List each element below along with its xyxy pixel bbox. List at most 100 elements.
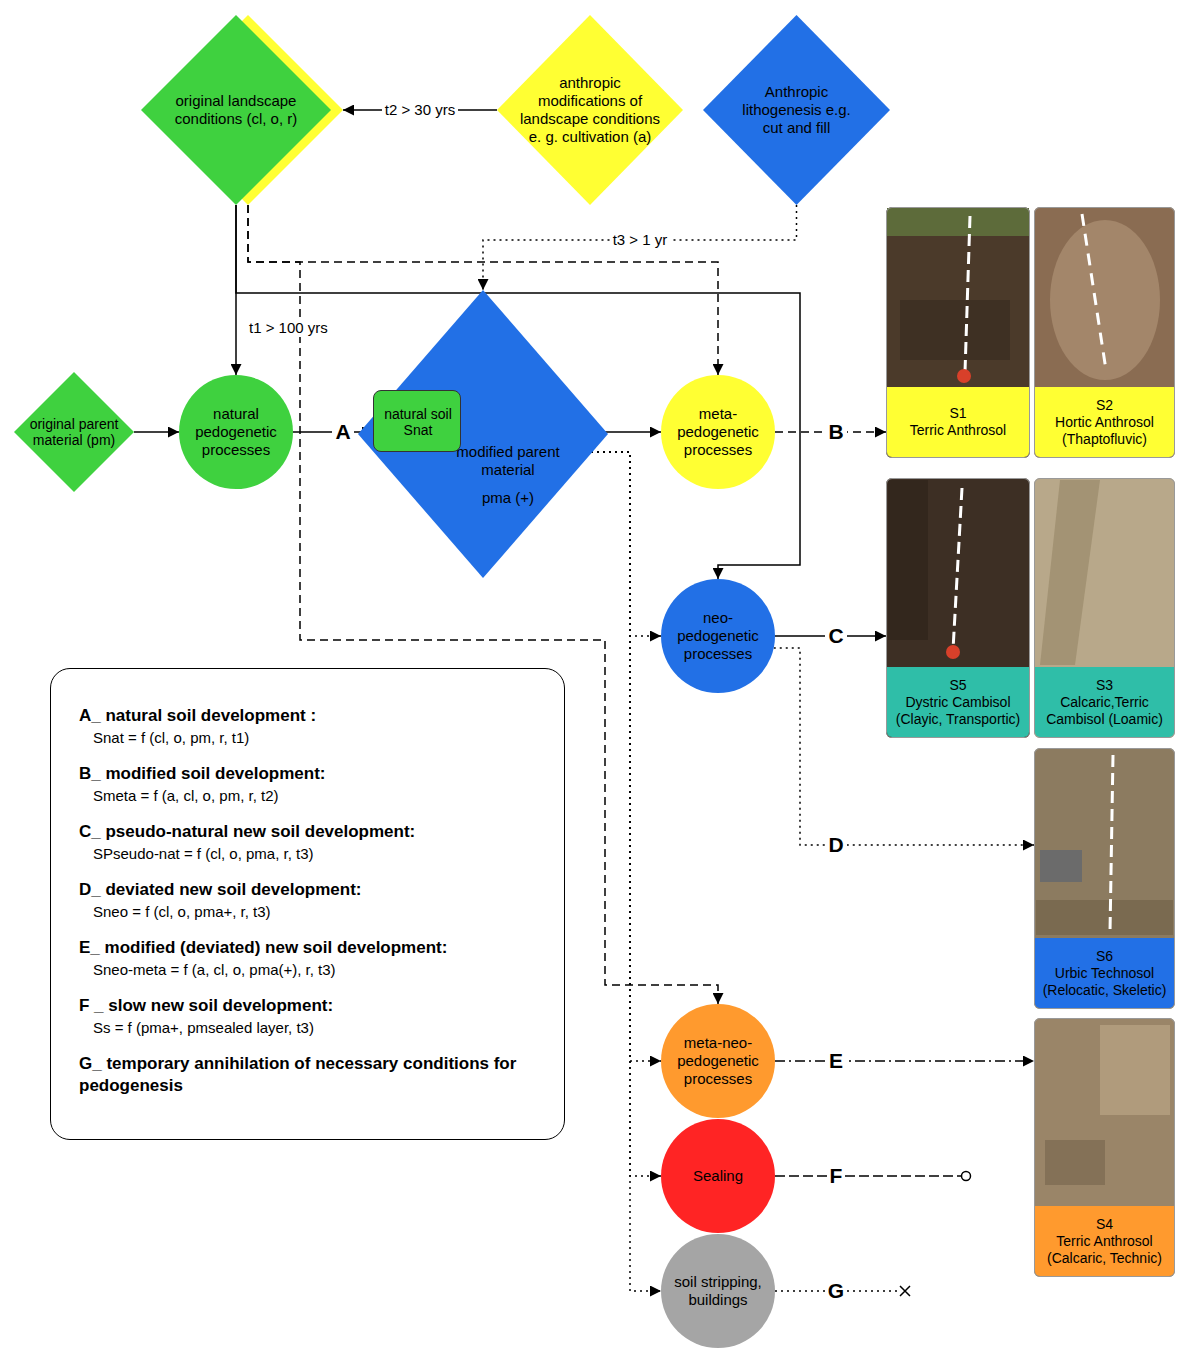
soil-photo (1034, 748, 1175, 1009)
node-text: anthropic modifications of landscape con… (515, 74, 665, 146)
lithogenesis-diamond: Anthropic lithogenesis e.g. cut and fill (703, 15, 890, 205)
legend-heading: G_ temporary annihilation of necessary c… (79, 1053, 536, 1097)
soil-profile-card: S3Calcaric,Terric Cambisol (Loamic) (1034, 478, 1175, 738)
diamond-outline (14, 372, 134, 492)
soil-photo (886, 478, 1030, 738)
soil-profile-card: S5Dystric Cambisol (Clayic, Transportic) (886, 478, 1030, 738)
text-holder: meta-neo-pedogenetic processes (668, 1024, 768, 1098)
modification-diamond: anthropic modifications of landscape con… (497, 15, 683, 205)
edge-label: C (825, 624, 846, 648)
connector (483, 205, 797, 290)
node-text: natural soil Snat (376, 406, 460, 438)
sealing-line (775, 1175, 961, 1177)
node-text: S3 (1096, 677, 1113, 694)
node-text: S2 (1096, 397, 1113, 414)
callout-letter: G (825, 1279, 847, 1303)
node-text: Sealing (693, 1167, 743, 1185)
diamond-outline (497, 15, 683, 205)
node-text: neo-pedogenetic processes (668, 609, 768, 663)
circle-outline (661, 579, 775, 693)
circle-outline (179, 375, 293, 489)
edge-label: t2 > 30 yrs (382, 101, 458, 119)
node-text: S4 (1096, 1216, 1113, 1233)
text-holder: soil stripping, buildings (668, 1254, 768, 1328)
legend-formula: Sneo = f (cl, o, pma+, r, t3) (79, 901, 536, 923)
diamond-outline (703, 15, 890, 205)
node-text: S1 (949, 405, 966, 422)
edge-label: B (825, 420, 846, 444)
open-end-symbol (962, 1172, 971, 1181)
text-holder: S1Terric Anthrosol (887, 387, 1029, 457)
legend-heading: E_ modified (deviated) new soil developm… (79, 937, 536, 959)
text-holder: natural soil Snat (376, 393, 460, 451)
node-text: S6 (1096, 948, 1113, 965)
diamond-outline (358, 290, 608, 578)
legend-heading: D_ deviated new soil development: (79, 879, 536, 901)
text-holder: anthropic modifications of landscape con… (515, 60, 665, 160)
parent-material-diamond: original parent material (pm) (14, 372, 134, 492)
text-holder: A_ natural soil development :Snat = f (c… (79, 705, 536, 1097)
connector (591, 452, 661, 1291)
legend-formula: SPseudo-nat = f (cl, o, pma, r, t3) (79, 843, 536, 865)
legend-heading: A_ natural soil development : (79, 705, 536, 727)
node-text: Calcaric,Terric Cambisol (Loamic) (1038, 694, 1171, 728)
callout-letter: F (827, 1164, 846, 1188)
text-holder: original parent material (pm) (29, 394, 119, 470)
soil-profile-card: S4Terric Anthrosol (Calcaric, Technic) (1034, 1018, 1175, 1277)
connector (591, 452, 661, 636)
connector (774, 648, 1034, 845)
landscape-diamond: original landscape conditions (cl, o, r) (141, 15, 343, 205)
process-circle: meta-pedogenetic processes (661, 375, 775, 489)
node-text: natural pedogenetic processes (186, 405, 286, 459)
edge-label: D (825, 833, 846, 857)
soil-photo (1034, 1018, 1175, 1277)
soil-photo (886, 207, 1030, 458)
node-text: soil stripping, buildings (668, 1273, 768, 1309)
text-holder: original landscape conditions (cl, o, r) (171, 60, 301, 160)
edge-label: E (826, 1049, 846, 1073)
node-text: Dystric Cambisol (Clayic, Transportic) (890, 694, 1026, 728)
modified-material-diamond: modified parent material pma (+) natural s… (358, 290, 608, 578)
legend-heading: C_ pseudo-natural new soil development: (79, 821, 536, 843)
text-holder: S6Urbic Technosol (Relocatic, Skeletic) (1035, 938, 1174, 1008)
soil-profile-card: S6Urbic Technosol (Relocatic, Skeletic) (1034, 748, 1175, 1009)
legend-formula: Snat = f (cl, o, pm, r, t1) (79, 727, 536, 749)
soil-box: natural soil Snat (373, 390, 461, 452)
text-holder: meta-pedogenetic processes (668, 395, 768, 469)
connector (134, 431, 179, 433)
text-holder: Anthropic lithogenesis e.g. cut and fill (734, 65, 859, 155)
node-text: Anthropic lithogenesis e.g. cut and fill (734, 83, 859, 137)
node-text: pma (+) (482, 489, 534, 507)
soil-profile-card: S2Hortic Anthrosol (Thaptofluvic) (1034, 207, 1175, 458)
legend-heading: F _ slow new soil development: (79, 995, 536, 1017)
process-circle: Sealing (661, 1119, 775, 1233)
legend-formula: Ss = f (pma+, pmsealed layer, t3) (79, 1017, 536, 1039)
text-holder: S4Terric Anthrosol (Calcaric, Technic) (1035, 1206, 1174, 1276)
diamond-outline (141, 15, 331, 205)
soil-photo (1034, 478, 1175, 738)
connector (775, 1060, 1034, 1062)
node-text: original landscape conditions (cl, o, r) (171, 92, 301, 128)
text-holder: neo-pedogenetic processes (668, 599, 768, 673)
node-text: Terric Anthrosol (Calcaric, Technic) (1038, 1233, 1171, 1267)
circle-outline (661, 1234, 775, 1348)
process-circle: meta-neo-pedogenetic processes (661, 1004, 775, 1118)
text-holder: S2Hortic Anthrosol (Thaptofluvic) (1035, 387, 1174, 457)
circle-outline (661, 1004, 775, 1118)
connector (236, 205, 800, 579)
cross-symbol (900, 1286, 910, 1296)
node-text: Urbic Technosol (Relocatic, Skeletic) (1038, 965, 1171, 999)
node-text: Terric Anthrosol (910, 422, 1006, 439)
node-text: modified parent material (448, 443, 568, 479)
edge-label: t1 > 100 yrs (246, 319, 331, 337)
process-circle: soil stripping, buildings (661, 1234, 775, 1348)
node-text: meta-pedogenetic processes (668, 405, 768, 459)
process-circle: neo-pedogenetic processes (661, 579, 775, 693)
circle-outline (661, 1119, 775, 1233)
node-text: meta-neo-pedogenetic processes (668, 1034, 768, 1088)
text-holder: Sealing (668, 1139, 768, 1213)
circle-outline (661, 375, 775, 489)
text-holder: S3Calcaric,Terric Cambisol (Loamic) (1035, 667, 1174, 737)
legend-formula: Sneo-meta = f (a, cl, o, pma(+), r, t3) (79, 959, 536, 981)
